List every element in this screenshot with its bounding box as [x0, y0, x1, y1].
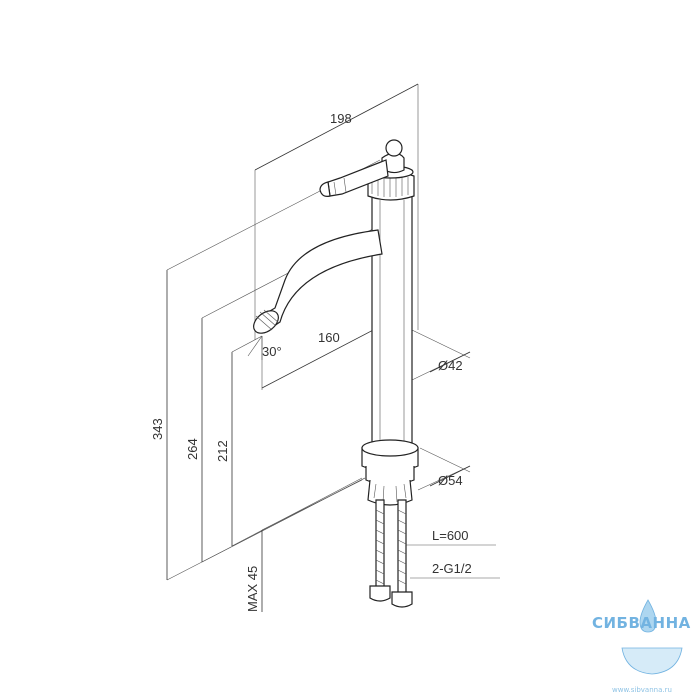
dim-160: 160	[318, 330, 340, 345]
dim-198: 198	[330, 111, 352, 126]
dim-d54: Ø54	[438, 473, 463, 488]
dimension-labels: 198 343 264 212 160 30° Ø42 Ø54 MAX 45 L…	[150, 111, 472, 612]
dim-30deg: 30°	[262, 344, 282, 359]
dim-d42: Ø42	[438, 358, 463, 373]
dim-212: 212	[215, 440, 230, 462]
watermark-brand: СИБВАННА	[592, 614, 691, 632]
dim-hose-length: L=600	[432, 528, 469, 543]
dim-264: 264	[185, 438, 200, 460]
watermark-drop-icon	[639, 599, 657, 633]
faucet-body	[253, 139, 419, 608]
watermark: СИБВАННА www.sibvanna.ru	[592, 599, 691, 694]
watermark-bathtub-icon	[621, 647, 683, 675]
dim-connection: 2-G1/2	[432, 561, 472, 576]
watermark-url: www.sibvanna.ru	[612, 686, 672, 694]
dim-343: 343	[150, 418, 165, 440]
dim-max45: MAX 45	[245, 566, 260, 612]
